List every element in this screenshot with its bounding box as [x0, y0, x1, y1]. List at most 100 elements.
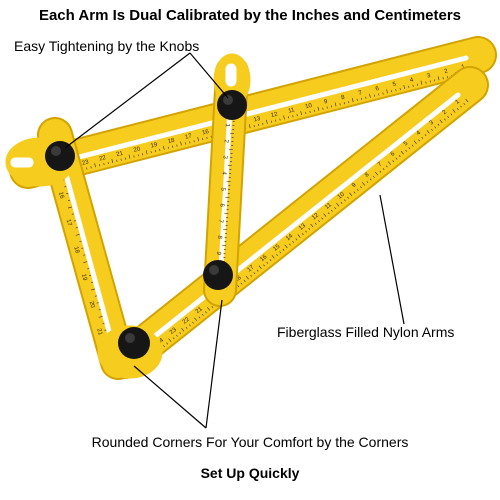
ruler-number: 20	[133, 146, 142, 154]
ruler-number: 14	[285, 233, 294, 242]
ruler-number: 21	[195, 306, 204, 315]
ruler-number: 6	[375, 86, 380, 93]
ruler-tick	[437, 76, 440, 81]
ruler-tick	[418, 139, 420, 142]
ruler-tick	[94, 295, 97, 297]
ruler-tick	[450, 113, 453, 116]
ruler-number: 17	[185, 133, 194, 141]
ruler-tick	[327, 212, 330, 215]
ruler-tick	[386, 89, 388, 94]
ruler-number: 3	[222, 155, 228, 159]
ruler-tick	[197, 137, 199, 142]
ruler-tick	[282, 248, 285, 251]
ruler-number: 16	[259, 254, 268, 263]
ruler-number: 1	[454, 99, 461, 106]
ruler-tick	[317, 106, 320, 111]
ruler-tick	[297, 234, 301, 238]
ruler-tick	[181, 327, 185, 332]
ruler-tick	[413, 140, 417, 144]
ruler-number: 18	[167, 138, 176, 146]
ruler-tick	[75, 233, 80, 236]
ruler-number: 8	[341, 94, 346, 101]
ruler-tick	[250, 274, 253, 277]
ruler-number: 21	[95, 328, 103, 337]
ruler-tick	[343, 199, 346, 202]
label-fiberglass-arms: Fiberglass Filled Nylon Arms	[277, 324, 455, 340]
ruler-tick	[256, 269, 259, 272]
ruler-tick	[351, 98, 354, 103]
ruler-tick	[444, 118, 446, 121]
ruler-tick	[369, 93, 371, 98]
ruler-tick	[83, 254, 86, 256]
ruler-tick	[321, 217, 324, 220]
ruler-number: 2	[442, 109, 449, 116]
ruler-tick	[460, 105, 462, 108]
ruler-number: 16	[202, 129, 211, 137]
ruler-number: 1	[224, 123, 230, 127]
ruler-number: 18	[72, 246, 80, 255]
ruler-tick	[400, 150, 404, 155]
ruler-tick	[176, 334, 178, 337]
ruler-tick	[163, 345, 165, 348]
ruler-tick	[295, 238, 298, 241]
ruler-tick	[310, 223, 314, 228]
ruler-tick	[323, 213, 327, 217]
ruler-tick	[421, 136, 424, 139]
ruler-tick	[237, 285, 240, 288]
ruler-tick	[347, 196, 349, 199]
ruler-tick	[387, 161, 391, 165]
ruler-number: 22	[182, 316, 191, 325]
ruler-number: 11	[324, 202, 333, 211]
ruler-tick	[424, 134, 427, 137]
ruler-tick	[67, 206, 72, 209]
ruler-tick	[79, 240, 82, 242]
ruler-tick	[314, 222, 317, 225]
ruler-tick	[207, 307, 211, 311]
headline: Each Arm Is Dual Calibrated by the Inche…	[38, 7, 462, 24]
ruler-tick	[340, 201, 343, 204]
ruler-number: 3	[427, 73, 432, 80]
leader-knobs-middle	[189, 52, 229, 99]
ruler-tick	[128, 154, 131, 159]
ruler-tick	[102, 322, 105, 324]
ruler-number: 7	[358, 90, 363, 97]
ruler-tick	[71, 213, 74, 215]
ruler-tick	[271, 255, 275, 259]
ruler-tick	[463, 102, 466, 105]
ruler-tick	[258, 265, 262, 269]
ruler-tick	[411, 144, 414, 147]
ruler-tick	[66, 192, 69, 195]
ruler-tick	[437, 123, 440, 126]
ruler-tick	[89, 274, 92, 277]
ruler-arm-long-diagonal: 123456789101112131415161718192021222324	[106, 66, 489, 379]
ruler-tick	[465, 98, 469, 103]
ruler-tick	[81, 247, 84, 249]
ruler-tick	[374, 171, 378, 176]
ruler-tick	[403, 85, 406, 90]
ruler-number: 17	[65, 219, 73, 228]
ruler-tick	[266, 119, 268, 124]
ruler-number: 16	[57, 191, 65, 200]
ruler-tick	[284, 244, 288, 249]
ruler-tick	[349, 192, 353, 197]
ruler-arm-top: 1234567891011121314151617181920212223	[9, 36, 497, 189]
ruler-tick	[73, 220, 76, 222]
ruler-tick	[179, 332, 181, 335]
ruler-number: 23	[81, 159, 90, 167]
ruler-tick	[163, 145, 165, 150]
ruler-tick	[366, 181, 369, 184]
ruler-tick	[369, 178, 372, 181]
ruler-tick	[279, 251, 282, 254]
leader-knobs-left	[64, 52, 191, 149]
ruler-tick	[373, 175, 375, 178]
ruler-tick	[395, 157, 398, 160]
ruler-number: 7	[377, 161, 384, 168]
ruler-tick	[276, 254, 278, 256]
ruler-number: 9	[324, 99, 329, 106]
ruler-tick	[83, 261, 88, 263]
ruler-tick	[408, 147, 411, 150]
ruler-number: 2	[223, 139, 229, 143]
ruler-tick	[439, 119, 443, 124]
ruler-tick	[75, 227, 78, 229]
ruler-tick	[168, 338, 172, 342]
